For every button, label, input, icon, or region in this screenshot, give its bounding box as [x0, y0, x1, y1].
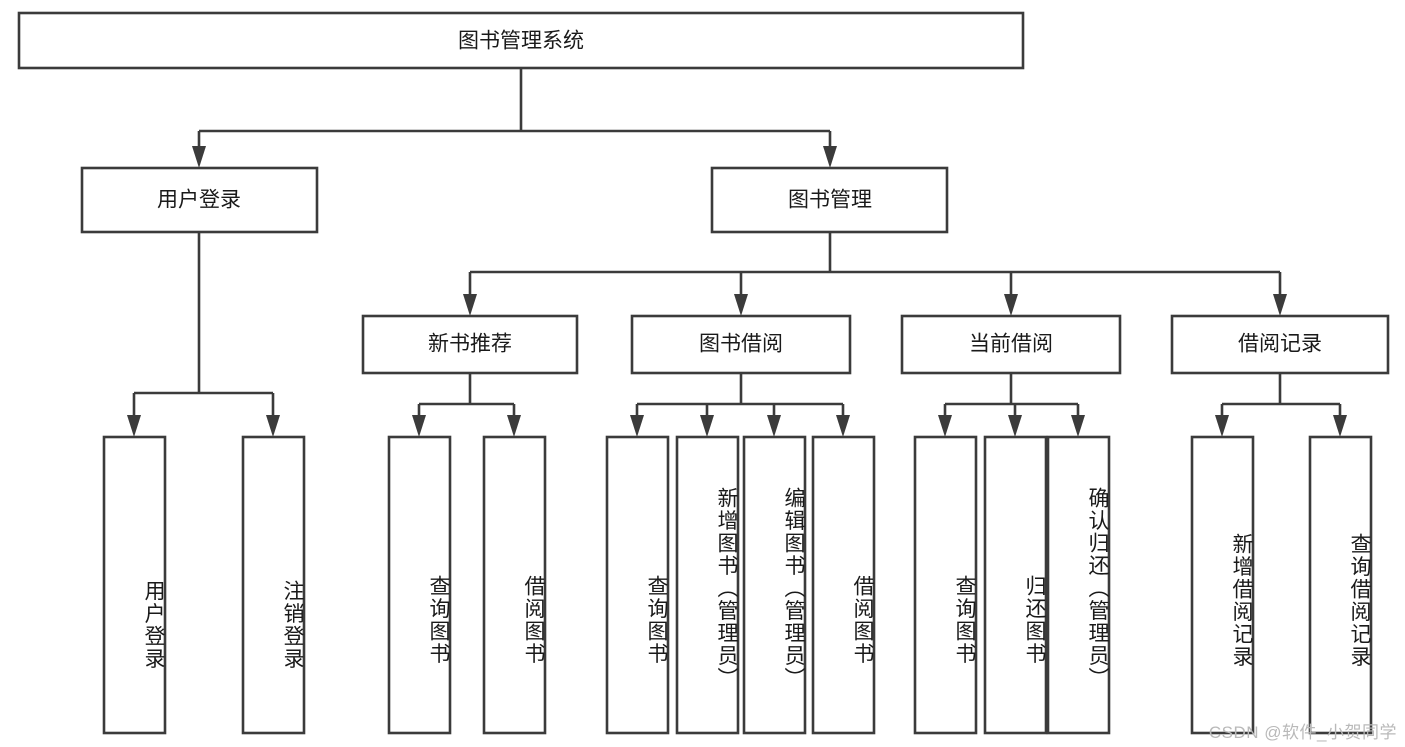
arrowhead-leaf-edit-book: [767, 415, 781, 437]
leaf-label-return-book: 归还图书: [1023, 575, 1046, 665]
node-current-borrow-label: 当前借阅: [969, 333, 1053, 356]
arrowhead-leaf-query-record: [1333, 415, 1347, 437]
arrowhead-borrow-record: [1273, 294, 1287, 316]
arrowhead-current-borrow: [1004, 294, 1018, 316]
leaf-label-borrow-book-2: 借阅图书: [851, 575, 874, 665]
node-borrow-record-label: 借阅记录: [1238, 333, 1322, 356]
edges-book-borrow-to-leaves: [630, 373, 850, 437]
arrowhead-leaf-user-login: [127, 415, 141, 437]
csdn-watermark: CSDN @软件_小贺同学: [1208, 723, 1397, 742]
leaf-label-query-book-2: 查询图书: [645, 575, 668, 665]
leaf-boxes: [102, 435, 1373, 735]
leaf-label-query-book-1: 查询图书: [427, 575, 450, 665]
node-user-login-label: 用户登录: [157, 189, 241, 212]
arrowhead-book-borrow: [734, 294, 748, 316]
node-book-borrow-label: 图书借阅: [699, 333, 783, 356]
node-leaf-add-book-rect[interactable]: [675, 435, 740, 735]
node-book-manage-label: 图书管理: [788, 189, 872, 212]
arrowhead-leaf-logout: [266, 415, 280, 437]
node-root[interactable]: 图书管理系统: [17, 11, 1025, 70]
node-leaf-query-book-3-rect[interactable]: [913, 435, 978, 735]
arrowhead-leaf-add-book: [700, 415, 714, 437]
arrowhead-leaf-query-book-1: [412, 415, 426, 437]
node-borrow-record[interactable]: 借阅记录: [1170, 314, 1390, 375]
leaf-label-query-record: 查询借阅记录: [1348, 532, 1371, 668]
node-current-borrow[interactable]: 当前借阅: [900, 314, 1122, 375]
node-book-manage-rect[interactable]: [710, 166, 949, 234]
leaf-label-borrow-book-1: 借阅图书: [522, 575, 545, 665]
node-leaf-confirm-return-rect[interactable]: [1046, 435, 1111, 735]
leaf-label-add-record: 新增借阅记录: [1230, 532, 1253, 668]
node-book-borrow[interactable]: 图书借阅: [630, 314, 852, 375]
edges-new-book-rec-to-leaves: [412, 373, 521, 437]
node-book-borrow-rect[interactable]: [630, 314, 852, 375]
arrowhead-leaf-add-record: [1215, 415, 1229, 437]
leaf-label-user-login: 用户登录: [142, 580, 165, 670]
node-book-manage[interactable]: 图书管理: [710, 166, 949, 234]
node-leaf-borrow-book-1-rect[interactable]: [482, 435, 547, 735]
node-leaf-query-book-1-rect[interactable]: [387, 435, 452, 735]
node-leaf-logout-rect[interactable]: [241, 435, 306, 735]
arrowhead-leaf-confirm-return: [1071, 415, 1085, 437]
node-user-login[interactable]: 用户登录: [80, 166, 319, 234]
edges-borrow-record-to-leaves: [1215, 373, 1347, 437]
leaf-label-confirm-return: 确认归还（管理员）: [1086, 487, 1109, 690]
arrowhead-leaf-borrow-book-1: [507, 415, 521, 437]
node-current-borrow-rect[interactable]: [900, 314, 1122, 375]
edges-root-to-level2: [192, 68, 837, 168]
node-leaf-add-record-rect[interactable]: [1190, 435, 1255, 735]
node-new-book-rec-label: 新书推荐: [428, 333, 512, 356]
node-new-book-rec-rect[interactable]: [361, 314, 579, 375]
node-leaf-borrow-book-2-rect[interactable]: [811, 435, 876, 735]
node-leaf-user-login-rect[interactable]: [102, 435, 167, 735]
leaf-label-add-book: 新增图书（管理员）: [715, 487, 738, 690]
node-leaf-query-record-rect[interactable]: [1308, 435, 1373, 735]
arrowhead-new-book-rec: [463, 294, 477, 316]
node-leaf-return-book-rect[interactable]: [983, 435, 1048, 735]
arrowhead-book-manage: [823, 146, 837, 168]
arrowhead-leaf-return-book: [1008, 415, 1022, 437]
edges-current-borrow-to-leaves: [938, 373, 1085, 437]
arrowhead-user-login: [192, 146, 206, 168]
node-root-rect[interactable]: [17, 11, 1025, 70]
arrowhead-leaf-query-book-3: [938, 415, 952, 437]
node-leaf-edit-book-rect[interactable]: [742, 435, 807, 735]
node-new-book-rec[interactable]: 新书推荐: [361, 314, 579, 375]
leaf-label-logout: 注销登录: [281, 580, 304, 670]
node-root-label: 图书管理系统: [458, 30, 584, 53]
arrowhead-leaf-borrow-book-2: [836, 415, 850, 437]
edges-book-manage-to-level3: [463, 232, 1287, 316]
edges-user-login-to-leaves: [127, 232, 280, 437]
node-user-login-rect[interactable]: [80, 166, 319, 234]
arrowhead-leaf-query-book-2: [630, 415, 644, 437]
leaf-label-query-book-3: 查询图书: [953, 575, 976, 665]
node-leaf-query-book-2-rect[interactable]: [605, 435, 670, 735]
leaf-label-edit-book: 编辑图书（管理员）: [782, 487, 805, 690]
node-borrow-record-rect[interactable]: [1170, 314, 1390, 375]
